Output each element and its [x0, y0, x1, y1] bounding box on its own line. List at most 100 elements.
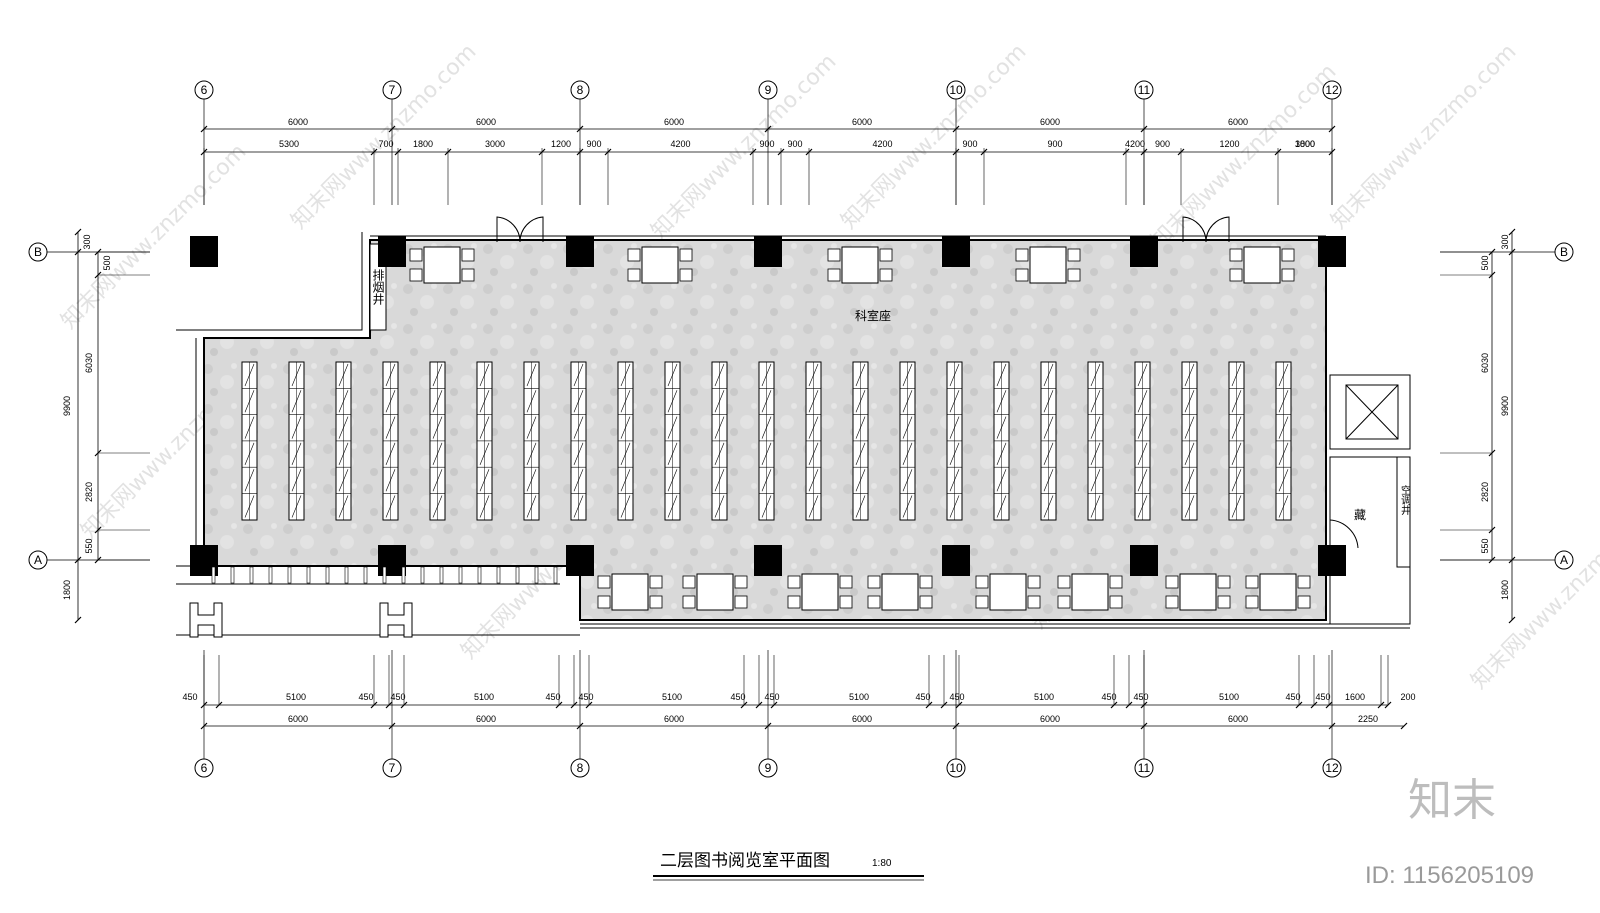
dimension-tick [1508, 616, 1516, 624]
drawing-scale: 1:80 [872, 858, 892, 869]
dim-top-detail: 900 [1155, 139, 1170, 149]
dim-bottom-detail: 450 [949, 692, 964, 702]
chair [975, 575, 989, 589]
dim-top-total: 6000 [288, 117, 308, 127]
chair [1297, 595, 1311, 609]
grid-axis-bottom-label: 8 [577, 761, 584, 775]
chair [839, 575, 853, 589]
chair [649, 575, 663, 589]
chair [409, 268, 423, 282]
chair [919, 595, 933, 609]
dim-bottom-detail: 450 [390, 692, 405, 702]
chair [919, 575, 933, 589]
dim-top-detail: 3000 [1295, 139, 1315, 149]
dimension-tick [1508, 228, 1516, 236]
dim-top-detail: 4200 [670, 139, 690, 149]
planter-h [189, 602, 223, 638]
dim-top-detail: 4200 [1125, 139, 1145, 149]
dimension-tick [1328, 125, 1336, 133]
room-label: 科室座 [855, 308, 891, 323]
railing-post [534, 566, 539, 584]
structural-column [754, 545, 782, 576]
railing-post [344, 566, 349, 584]
railing-post [439, 566, 444, 584]
dim-left-total: 9900 [62, 396, 72, 416]
structural-column [566, 545, 594, 576]
chair [975, 595, 989, 609]
dim-top-detail: 900 [586, 139, 601, 149]
grid-axis-bottom-label: 7 [389, 761, 396, 775]
dimension-tick [200, 125, 208, 133]
dimension-tick [200, 722, 208, 730]
reading-table [841, 246, 879, 284]
grid-axis-top-label: 8 [577, 83, 584, 97]
dimension-tick [1508, 556, 1516, 564]
dim-left-detail: 550 [84, 538, 94, 553]
grid-axis-bottom-label: 12 [1325, 761, 1339, 775]
reading-table [611, 573, 649, 611]
chair [1109, 595, 1123, 609]
structural-column [378, 236, 406, 267]
dim-bottom-detail: 5100 [849, 692, 869, 702]
railing-post [287, 566, 292, 584]
dim-top-detail: 700 [378, 139, 393, 149]
dimension-tick [764, 125, 772, 133]
grid-axis-top-label: 10 [949, 83, 963, 97]
grid-axis-top-label: 12 [1325, 83, 1339, 97]
row-axis-right-b-label: B [1560, 245, 1568, 259]
dim-top-detail: 900 [1047, 139, 1062, 149]
structural-column [378, 545, 406, 576]
reading-table [1029, 246, 1067, 284]
railing-post [458, 566, 463, 584]
storage-door [1329, 519, 1359, 549]
railing-post [515, 566, 520, 584]
diagonal-watermark: 知末网www.znzmo.com [1327, 39, 1522, 234]
dimension-tick [576, 125, 584, 133]
dim-right-detail: 500 [1480, 255, 1490, 270]
chair [649, 595, 663, 609]
chair [827, 268, 841, 282]
row-axis-right-a-label: A [1560, 553, 1568, 567]
chair [839, 595, 853, 609]
dim-bottom-detail: 450 [578, 692, 593, 702]
structural-column [1130, 236, 1158, 267]
dim-bottom-total: 6000 [664, 714, 684, 724]
chair [1281, 248, 1295, 262]
ac-shaft-label: 空调井 [1399, 484, 1411, 516]
dimension-tick [74, 248, 82, 256]
railing-post [306, 566, 311, 584]
chair [1109, 575, 1123, 589]
reading-table [1179, 573, 1217, 611]
chair [1027, 595, 1041, 609]
dim-bottom-detail: 450 [545, 692, 560, 702]
dim-top-total: 6000 [852, 117, 872, 127]
reading-table [1071, 573, 1109, 611]
dim-bottom-detail: 450 [358, 692, 373, 702]
dim-bottom-detail: 1600 [1345, 692, 1365, 702]
railing-post [230, 566, 235, 584]
railing-post [268, 566, 273, 584]
dim-bottom-detail: 450 [1133, 692, 1148, 702]
chair [679, 248, 693, 262]
dimension-tick [1400, 722, 1408, 730]
dim-top-total: 6000 [1228, 117, 1248, 127]
chair [734, 595, 748, 609]
railing-post [382, 566, 387, 584]
dim-bottom-detail: 450 [1285, 692, 1300, 702]
chair [879, 248, 893, 262]
dim-bottom-detail: 5100 [286, 692, 306, 702]
chair [1067, 248, 1081, 262]
structural-column [942, 545, 970, 576]
chair [461, 248, 475, 262]
dim-right-detail: 2820 [1480, 482, 1490, 502]
dim-top-detail: 4200 [872, 139, 892, 149]
reading-table [696, 573, 734, 611]
dim-bottom-detail: 450 [182, 692, 197, 702]
dim-bottom-detail: 450 [915, 692, 930, 702]
diagonal-watermark: 知末网www.znzmo.com [287, 39, 482, 234]
dim-bottom-total: 6000 [1040, 714, 1060, 724]
dim-bottom-total: 2250 [1358, 714, 1378, 724]
dim-left-detail: 6030 [84, 353, 94, 373]
drawing-title: 二层图书阅览室平面图 [660, 851, 830, 871]
watermark-id: ID: 1156205109 [1365, 862, 1534, 889]
